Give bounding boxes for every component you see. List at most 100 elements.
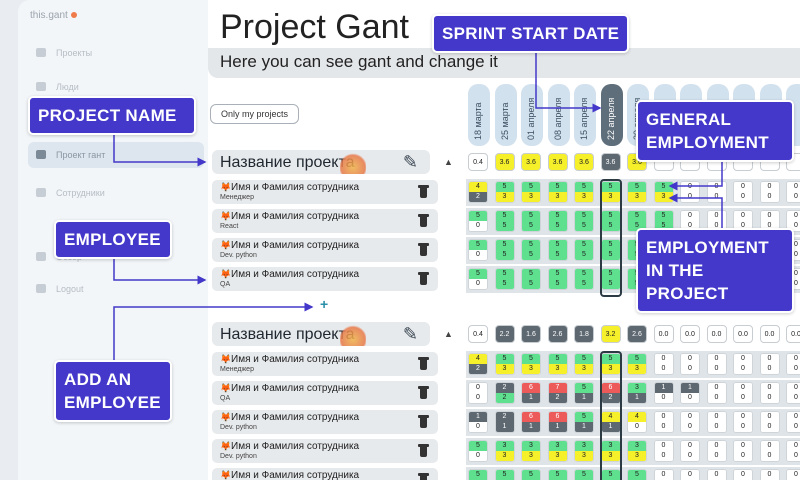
- employment-cell[interactable]: 55: [574, 469, 594, 480]
- date-column-header[interactable]: 01 апреля: [521, 84, 543, 146]
- project-row[interactable]: Название проекта✎: [212, 150, 430, 174]
- employment-cell[interactable]: 50: [468, 469, 488, 480]
- employment-cell[interactable]: 00: [706, 469, 727, 480]
- general-employment-cell[interactable]: 0.0: [733, 325, 753, 343]
- employment-cell[interactable]: 55: [627, 469, 647, 480]
- employment-cell[interactable]: 00: [759, 469, 780, 480]
- delete-trash-icon[interactable]: [418, 444, 429, 457]
- only-my-projects-button[interactable]: Only my projects: [210, 104, 300, 124]
- date-column-header[interactable]: 18 марта: [468, 84, 490, 146]
- sidebar-item-3[interactable]: Сотрудники: [28, 180, 204, 206]
- general-employment-cell[interactable]: 0.0: [759, 325, 780, 343]
- delete-trash-icon[interactable]: [418, 185, 429, 198]
- sidebar-item-5[interactable]: Logout: [28, 276, 204, 302]
- date-column-header[interactable]: 08 апреля: [547, 84, 570, 146]
- delete-trash-icon[interactable]: [418, 473, 429, 480]
- date-column-header[interactable]: 25 марта: [494, 84, 517, 146]
- delete-trash-icon[interactable]: [418, 243, 429, 256]
- general-employment-cell[interactable]: 0.0: [786, 325, 800, 343]
- general-employment-cell[interactable]: 3.2: [600, 325, 621, 343]
- employment-cell[interactable]: 00: [680, 469, 700, 480]
- delete-trash-icon[interactable]: [418, 272, 429, 285]
- general-employment-cell[interactable]: 2.6: [547, 325, 568, 343]
- project-row[interactable]: Название проекта✎: [212, 322, 430, 346]
- employment-cell[interactable]: 55: [494, 469, 515, 480]
- edit-pencil-icon[interactable]: ✎: [402, 152, 418, 172]
- general-employment-cell[interactable]: 1.6: [521, 325, 541, 343]
- delete-trash-icon[interactable]: [418, 386, 429, 399]
- add-employee-button[interactable]: +: [320, 296, 329, 312]
- general-employment-cell[interactable]: 3.6: [547, 153, 568, 171]
- general-employment-cell[interactable]: 3.6: [494, 153, 515, 171]
- general-employment-cell[interactable]: 3.6: [574, 153, 594, 171]
- general-employment-cell[interactable]: 0.0: [653, 325, 674, 343]
- delete-trash-icon[interactable]: [418, 415, 429, 428]
- date-column-header[interactable]: 22 апреля: [600, 84, 623, 146]
- edit-pencil-icon[interactable]: ✎: [402, 324, 418, 344]
- collapse-caret-icon[interactable]: ▲: [444, 157, 453, 167]
- employment-cell[interactable]: 55: [521, 469, 541, 480]
- general-employment-cell[interactable]: 0.4: [468, 153, 488, 171]
